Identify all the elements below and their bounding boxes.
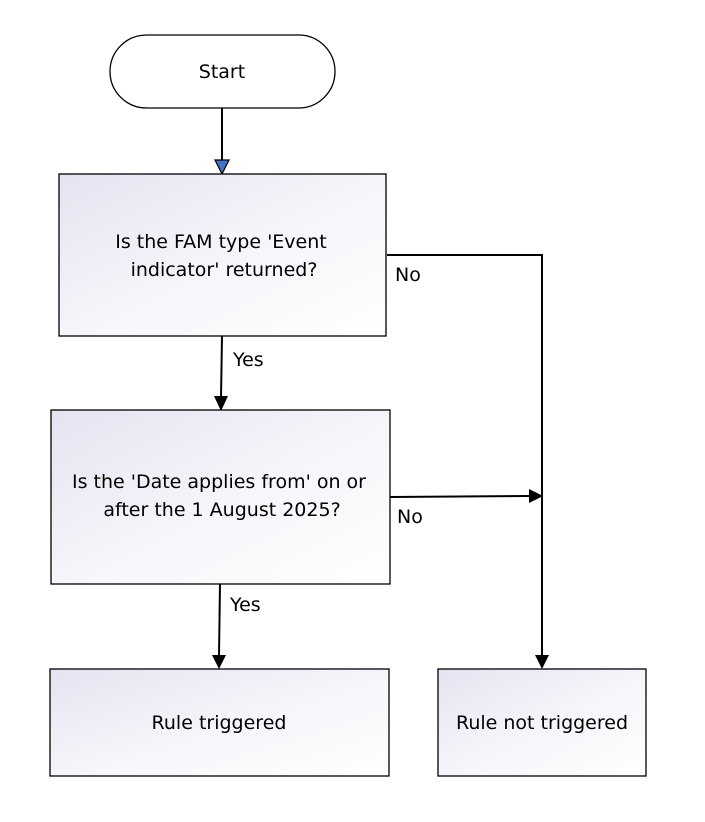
decision-1-line-1: Is the FAM type 'Event bbox=[115, 231, 327, 253]
decision-2-box bbox=[50, 409, 391, 585]
decision-2-no-label: No bbox=[397, 506, 423, 528]
edge-decision-1-no-arrowhead bbox=[535, 655, 549, 669]
decision-1-no-label: No bbox=[395, 264, 421, 286]
edge-decision-2-no bbox=[389, 495, 531, 498]
edge-decision-2-no-arrowhead bbox=[529, 489, 543, 503]
edge-labels: No Yes No Yes bbox=[229, 264, 423, 616]
nodes: Start Is the FAM type 'Event indicator' … bbox=[49, 34, 647, 777]
edge-start-arrowhead bbox=[214, 159, 230, 176]
decision-1-box bbox=[58, 173, 387, 337]
edge-decision-2-yes bbox=[218, 583, 221, 657]
edge-decision-1-yes bbox=[220, 335, 223, 399]
rule-triggered-label: Rule triggered bbox=[152, 712, 287, 734]
edge-decision-1-yes-arrowhead bbox=[214, 396, 228, 411]
rule-not-triggered-box bbox=[437, 668, 647, 777]
edge-decision-1-no bbox=[387, 254, 543, 656]
start-label: Start bbox=[199, 61, 245, 83]
rule-triggered-box bbox=[49, 668, 390, 777]
decision-1-yes-label: Yes bbox=[232, 349, 264, 371]
decision-1-line-2: indicator' returned? bbox=[131, 259, 318, 281]
start-terminal bbox=[109, 34, 336, 109]
decision-2-label: Is the 'Date applies from' on or after t… bbox=[72, 471, 372, 521]
decision-1-label: Is the FAM type 'Event indicator' return… bbox=[115, 231, 333, 281]
decision-2-yes-label: Yes bbox=[229, 594, 261, 616]
decision-2-line-1: Is the 'Date applies from' on or bbox=[72, 471, 366, 493]
decision-2-line-2: after the 1 August 2025? bbox=[103, 499, 340, 521]
edge-decision-2-yes-arrowhead bbox=[212, 655, 226, 669]
rule-not-triggered-label: Rule not triggered bbox=[456, 712, 628, 734]
edges bbox=[212, 108, 549, 669]
